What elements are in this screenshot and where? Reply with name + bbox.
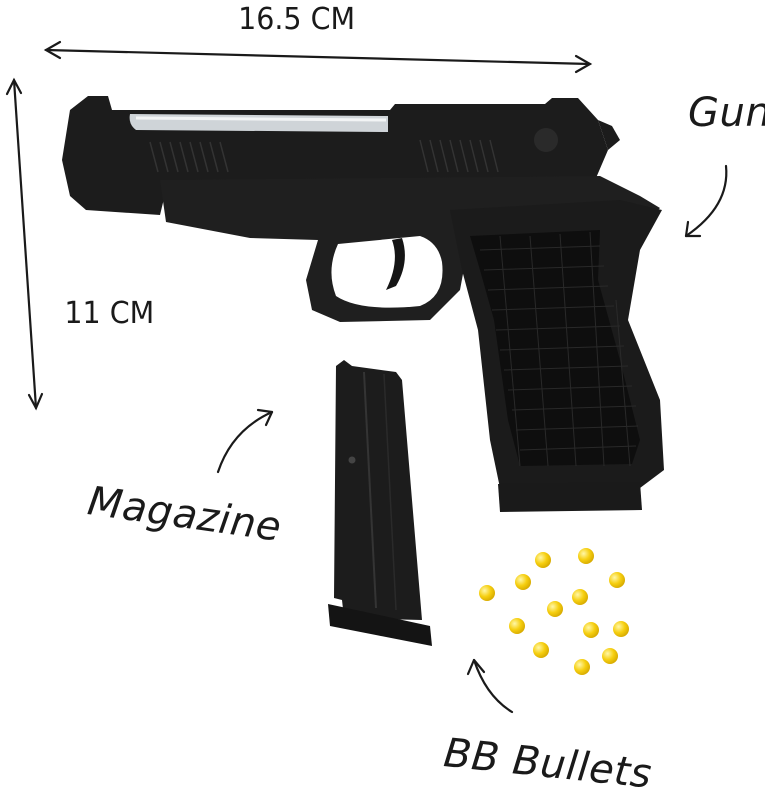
- trigger: [386, 238, 405, 290]
- width-arrow: [43, 40, 593, 74]
- bb-bullet-icon: [479, 585, 495, 601]
- bb-bullet-icon: [547, 601, 563, 617]
- gun-hammer: [598, 120, 620, 150]
- magazine-body: [334, 360, 422, 620]
- bb-bullet-icon: [535, 552, 551, 568]
- trigger-guard-hole: [331, 236, 443, 308]
- bb-bullet-icon: [572, 589, 588, 605]
- bb-bullet-group: [479, 548, 629, 675]
- bullets-callout-arrow: [466, 658, 514, 714]
- bb-bullet-icon: [602, 648, 618, 664]
- bb-bullet-icon: [578, 548, 594, 564]
- bb-bullet-icon: [533, 642, 549, 658]
- bb-bullet-icon: [515, 574, 531, 590]
- grip-texture: [479, 231, 639, 467]
- magazine-baseplate: [328, 604, 432, 646]
- slide-serrations: [149, 139, 499, 173]
- magazine-callout-arrow: [216, 408, 274, 474]
- height-arrow: [5, 77, 44, 411]
- bb-bullet-icon: [583, 622, 599, 638]
- bb-bullet-icon: [509, 618, 525, 634]
- bb-bullet-icon: [609, 572, 625, 588]
- bb-bullet-icon: [574, 659, 590, 675]
- grip-baseplate: [498, 482, 642, 512]
- gun-callout-arrow: [684, 164, 728, 238]
- bb-bullet-icon: [613, 621, 629, 637]
- gun-callout-label: Gun: [688, 90, 765, 136]
- safety-lever: [534, 128, 558, 152]
- width-dimension-label: 16.5 CM: [238, 2, 356, 37]
- height-dimension-label: 11 CM: [64, 296, 155, 331]
